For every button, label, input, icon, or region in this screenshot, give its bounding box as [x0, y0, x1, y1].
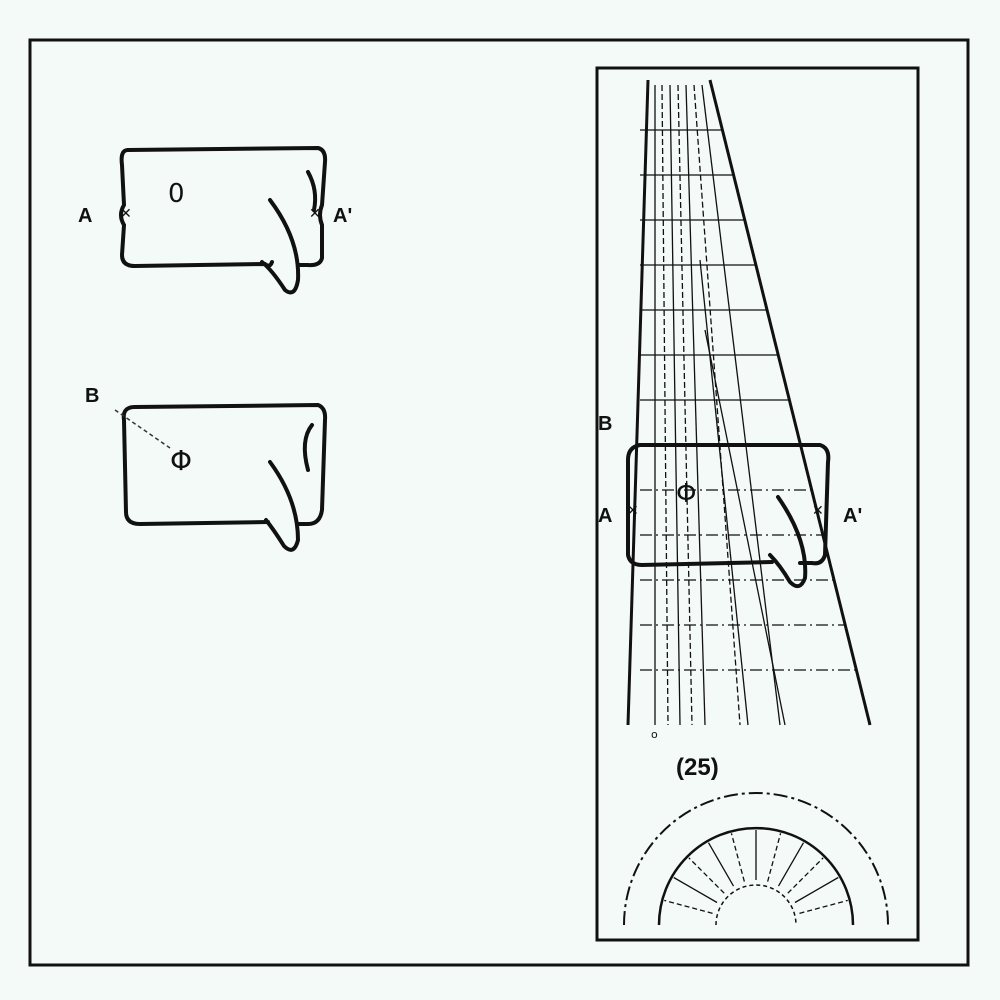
label-b-left: B	[85, 385, 99, 407]
right-panel-frame	[595, 66, 920, 942]
label-a-right: A	[598, 505, 612, 527]
cross-mark-right-a-prime: ✕	[812, 503, 824, 519]
grid-vertical-line	[661, 84, 669, 726]
label-a-top: A	[78, 205, 92, 227]
protractor-ray	[767, 833, 782, 882]
symbol-phi-right: Φ	[676, 479, 696, 509]
cross-mark-a: ✕	[120, 206, 132, 222]
cross-mark-a-prime: ✕	[309, 206, 321, 222]
bottom-shape	[121, 402, 328, 552]
figure-caption: (25)	[676, 754, 719, 781]
symbol-phi: Φ	[170, 444, 192, 477]
label-b-right: B	[598, 413, 612, 435]
grid-vertical-line	[685, 84, 706, 726]
top-shape	[119, 145, 328, 295]
protractor-ray	[799, 899, 848, 914]
protractor-arc	[715, 884, 797, 926]
protractor-ray	[794, 876, 839, 904]
grid-vertical-line	[693, 84, 741, 726]
protractor-ray	[730, 833, 745, 882]
label-a-prime-right: A'	[843, 505, 862, 527]
protractor-ray	[688, 857, 725, 894]
protractor-ray	[707, 842, 735, 887]
grid-vertical-line	[704, 329, 786, 726]
origin-mark: o	[651, 728, 658, 741]
cross-mark-right-a: ✕	[627, 503, 639, 519]
label-a-prime-top: A'	[333, 205, 352, 227]
protractor-ray	[777, 842, 805, 887]
grid-right-edge	[708, 79, 872, 726]
perspective-grid	[626, 79, 872, 726]
grid-vertical-line	[701, 84, 781, 726]
protractor-ray	[664, 899, 713, 914]
grid-left-edge	[626, 79, 650, 726]
outer-frame	[28, 38, 970, 967]
protractor-ray	[787, 857, 824, 894]
grid-vertical-line	[669, 84, 681, 726]
grid-vertical-line	[699, 259, 749, 726]
protractor-arc	[623, 792, 889, 926]
protractor-arc	[657, 826, 855, 926]
overlay-shape	[626, 443, 831, 589]
symbol-zero: 0	[168, 179, 185, 209]
protractor-arcs	[623, 792, 889, 926]
protractor-ray	[673, 876, 718, 904]
grid-vertical-line	[677, 84, 693, 726]
